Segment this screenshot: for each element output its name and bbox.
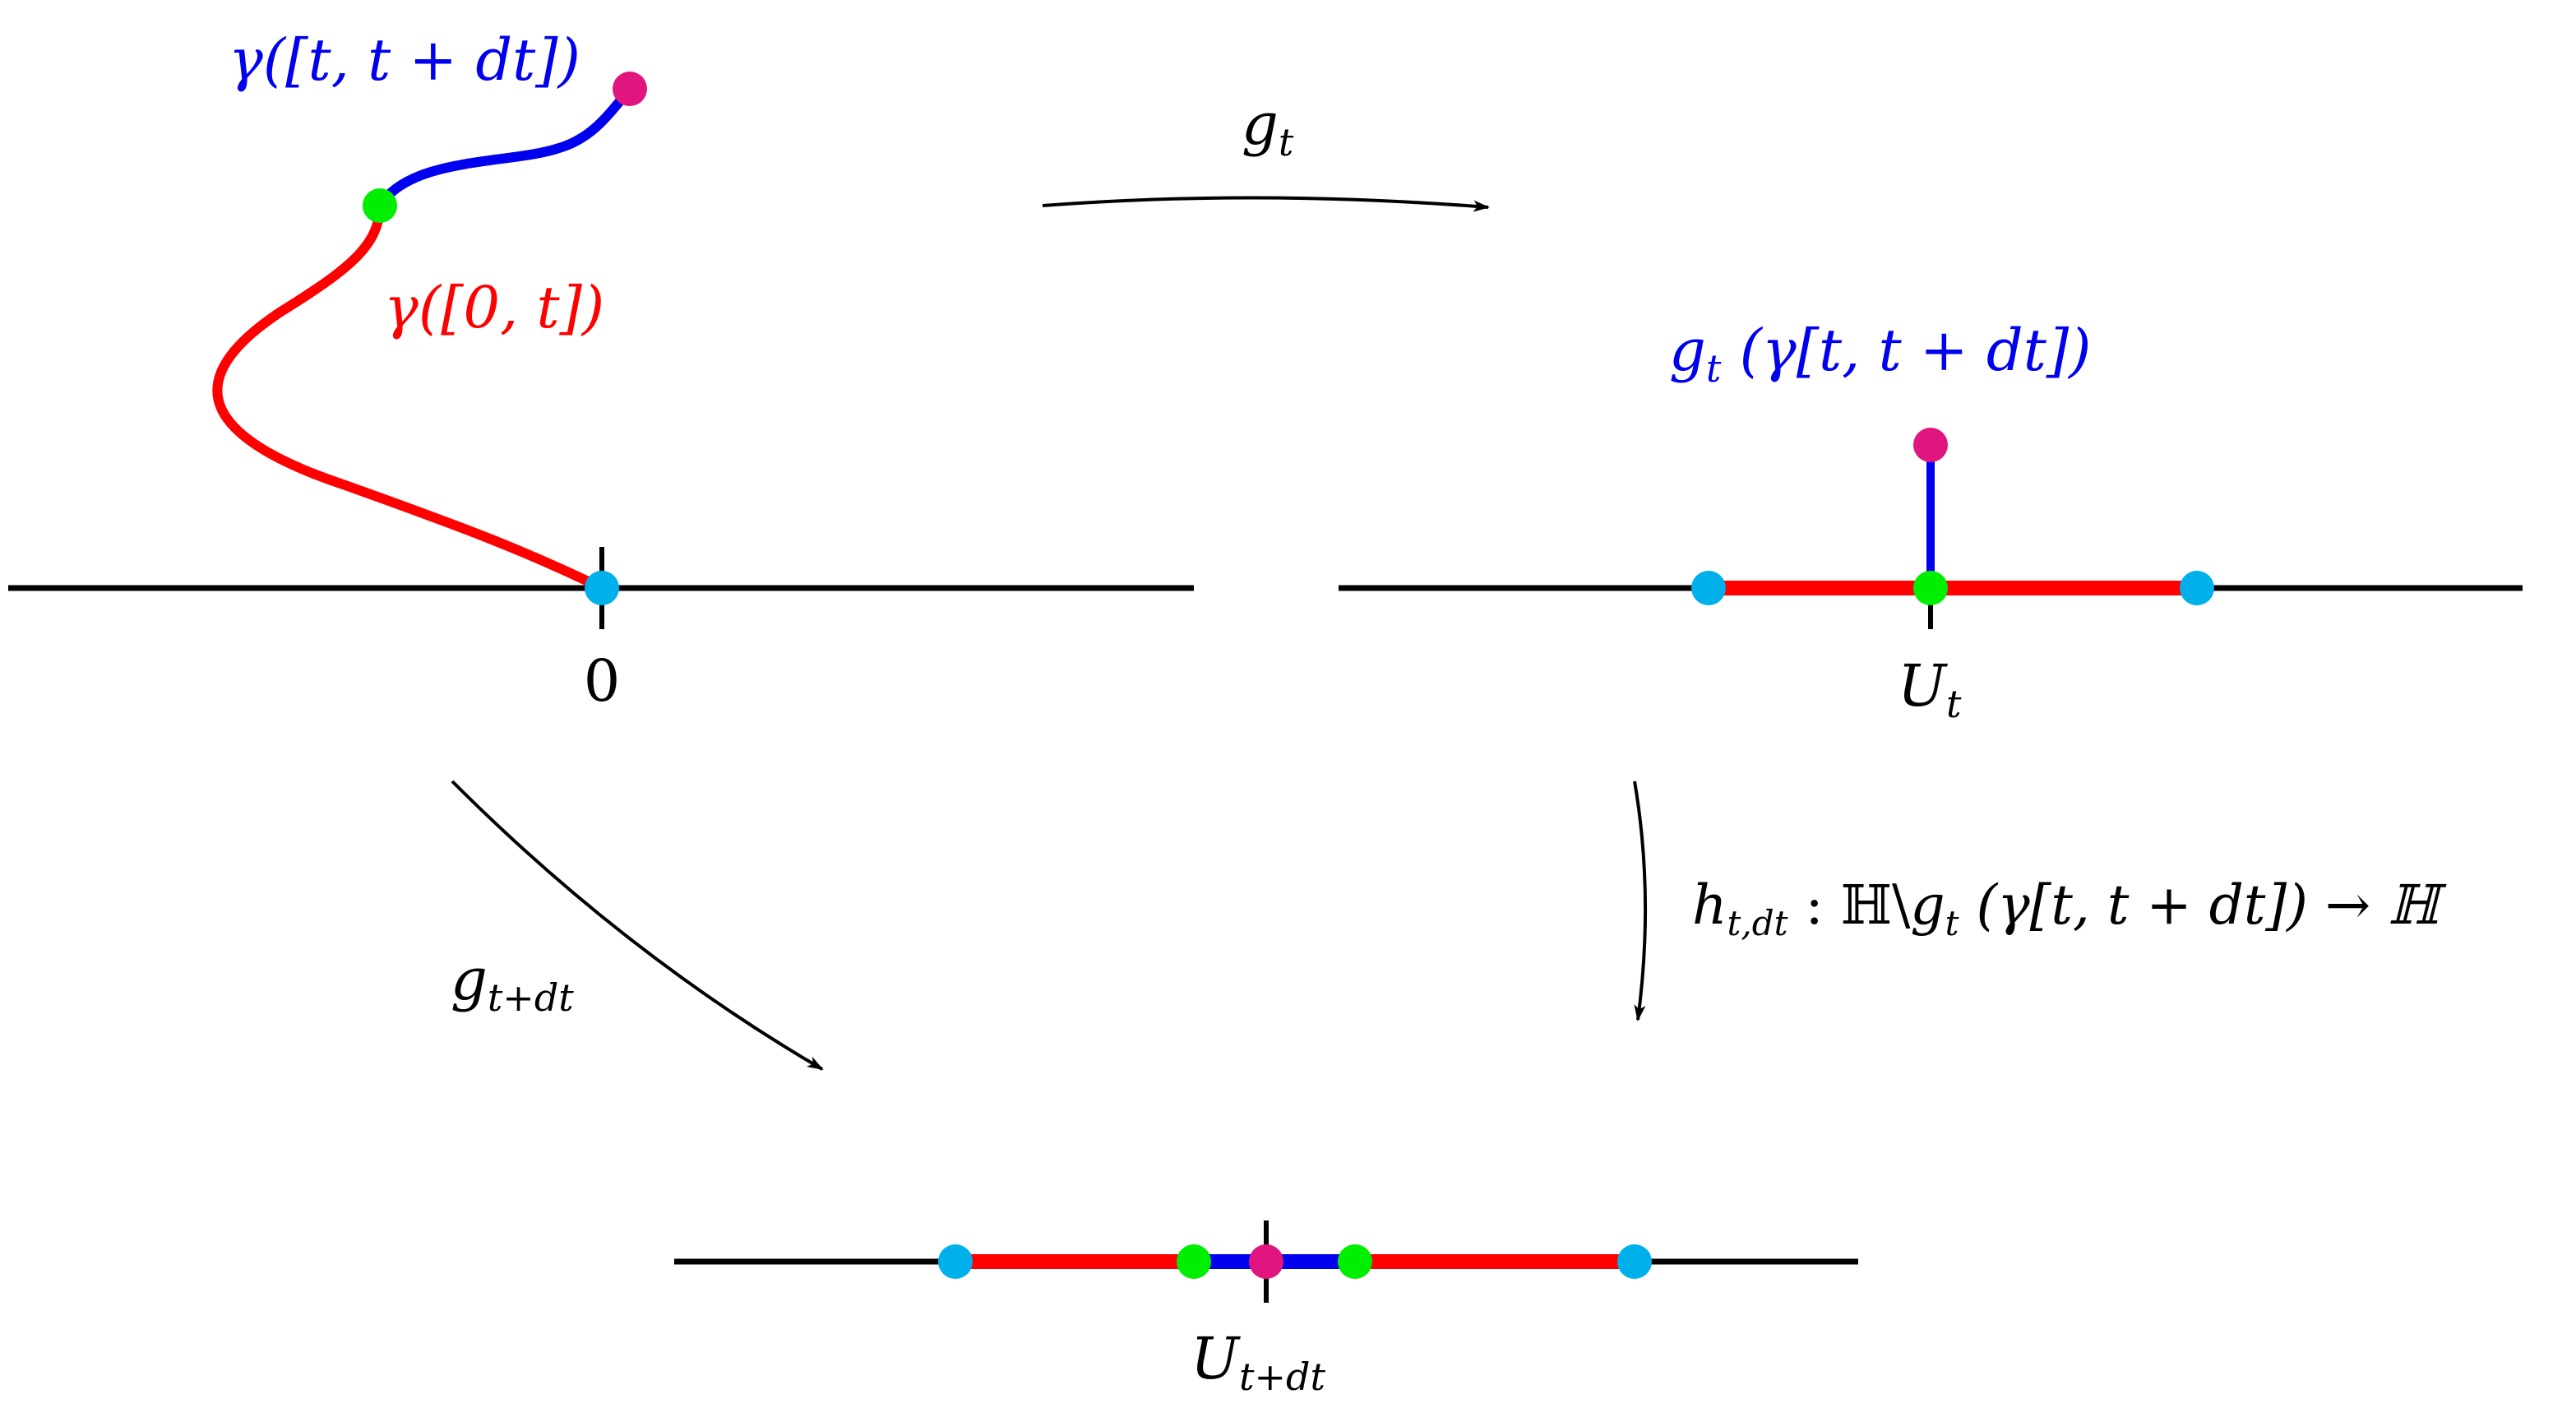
label-past: γ([0, t]) [384, 274, 604, 341]
arrow-h: ht,dt : ℍ\gt (γ[t, t + dt]) → ℍ [1633, 780, 2447, 1021]
arrow-vertical-label: ht,dt : ℍ\gt (γ[t, t + dt]) → ℍ [1692, 873, 2447, 943]
origin-label: 0 [584, 647, 621, 715]
arrow-top-shaft [1042, 196, 1490, 212]
arrow-vertical-shaft [1633, 780, 1648, 1021]
left-base-point [938, 1244, 973, 1279]
tip-point [613, 72, 647, 106]
driving-label: Ut+dt [1191, 1325, 1325, 1399]
label-increment: γ([t, t + dt]) [229, 26, 580, 94]
origin-point [585, 571, 619, 605]
junction-point [1913, 571, 1948, 605]
panel-top-right: gt (γ[t, t + dt]) Ut [1339, 317, 2523, 726]
arrow-g-t: gt [1042, 90, 1490, 212]
panel-bottom: Ut+dt [674, 1220, 1858, 1399]
right-base-point [1617, 1244, 1652, 1279]
label-image: gt (γ[t, t + dt]) [1669, 317, 2092, 391]
left-junction-point [1177, 1244, 1211, 1279]
curve-past [212, 201, 607, 593]
tip-point [1913, 428, 1948, 462]
driving-label: Ut [1898, 652, 1962, 726]
arrow-diagonal-shaft [451, 780, 824, 1071]
right-base-point [2180, 571, 2214, 605]
left-base-point [1691, 571, 1726, 605]
arrow-top-label: gt [1242, 90, 1294, 164]
panel-top-left: γ([t, t + dt]) γ([0, t]) 0 [8, 26, 1194, 715]
right-junction-point [1338, 1244, 1372, 1279]
junction-point [363, 188, 397, 223]
arrow-diagonal-label: gt+dt [451, 946, 574, 1020]
arrow-g-t-dt: gt+dt [451, 780, 824, 1071]
tip-point [1249, 1244, 1283, 1279]
curve-increment [375, 84, 635, 211]
